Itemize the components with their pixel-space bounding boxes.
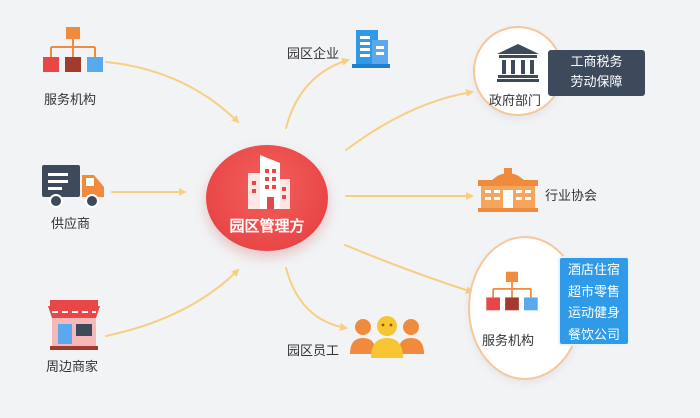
node-label-association: 行业协会 bbox=[545, 189, 598, 204]
association-building-icon bbox=[478, 168, 538, 212]
tag-item: 超市零售 bbox=[567, 284, 620, 300]
node-label-enterprise: 园区企业 bbox=[287, 47, 340, 62]
service-tags: 酒店住宿 超市零售 运动健身 餐饮公司 bbox=[558, 256, 630, 346]
building-icon bbox=[248, 155, 290, 209]
tag-item: 酒店住宿 bbox=[567, 263, 620, 278]
arrow-center-to-service bbox=[344, 244, 474, 294]
people-group-icon bbox=[350, 316, 424, 358]
tag-item: 运动健身 bbox=[567, 306, 620, 321]
arrow-shop-to-center bbox=[105, 268, 240, 337]
center-title: 园区管理方 bbox=[229, 217, 305, 235]
node-label-service-left: 服务机构 bbox=[44, 93, 97, 108]
node-label-service-right: 服务机构 bbox=[482, 334, 535, 349]
node-label-government: 政府部门 bbox=[489, 94, 542, 109]
tag-item: 餐饮公司 bbox=[567, 327, 620, 343]
government-bubble: 政府部门 bbox=[475, 28, 561, 114]
truck-icon bbox=[42, 165, 104, 208]
office-building-icon bbox=[352, 30, 390, 68]
node-label-shop: 周边商家 bbox=[46, 360, 99, 375]
arrow-center-to-staff bbox=[285, 267, 348, 331]
government-building-icon bbox=[497, 44, 539, 82]
node-label-staff: 园区员工 bbox=[287, 344, 340, 359]
tag-item: 劳动保障 bbox=[570, 75, 623, 90]
arrow-service-to-center bbox=[105, 61, 240, 124]
center-node: 园区管理方 bbox=[206, 145, 328, 251]
arrow-center-to-government bbox=[345, 89, 474, 151]
node-label-supplier: 供应商 bbox=[51, 217, 91, 232]
org-chart-icon bbox=[486, 271, 538, 311]
government-tags: 工商税务 劳动保障 bbox=[548, 50, 645, 96]
shop-icon bbox=[48, 300, 100, 350]
org-chart-icon bbox=[43, 27, 103, 72]
arrow-center-to-enterprise bbox=[285, 57, 350, 129]
tag-item: 工商税务 bbox=[570, 55, 623, 70]
